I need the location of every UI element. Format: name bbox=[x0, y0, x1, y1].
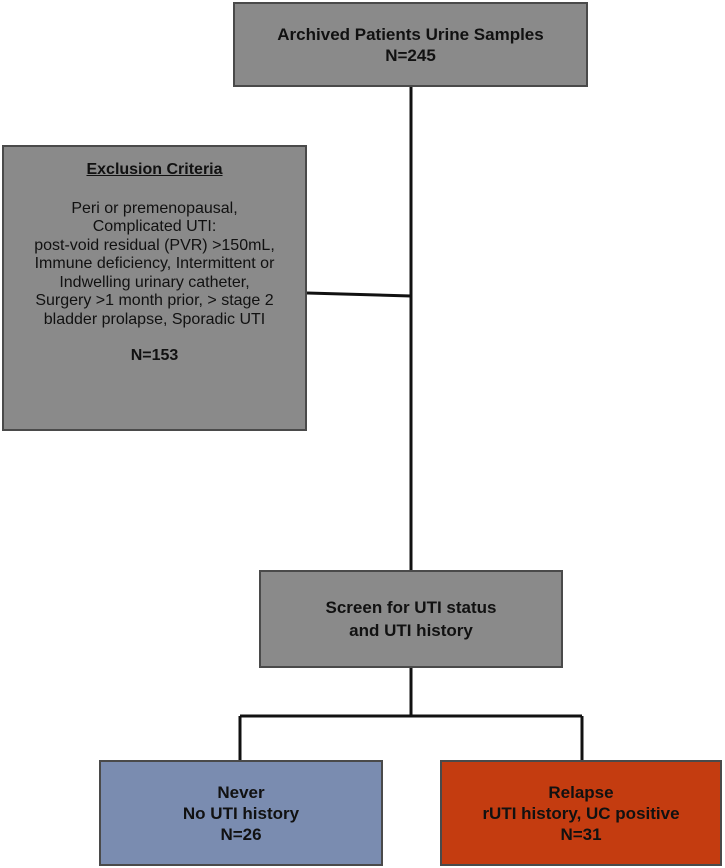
screen-box: Screen for UTI status and UTI history bbox=[259, 570, 563, 668]
exclusion-count: N=153 bbox=[130, 347, 179, 364]
never-count: N=26 bbox=[220, 824, 262, 844]
screen-line-1: Screen for UTI status bbox=[325, 598, 497, 617]
exclusion-line: Indwelling urinary catheter, bbox=[59, 273, 250, 291]
relapse-box: Relapse rUTI history, UC positive N=31 bbox=[440, 760, 722, 866]
never-subtitle: No UTI history bbox=[182, 803, 300, 823]
exclusion-line: post-void residual (PVR) >150mL, bbox=[34, 236, 275, 254]
never-title: Never bbox=[217, 782, 265, 802]
exclusion-criteria-heading: Exclusion Criteria bbox=[86, 161, 223, 178]
exclusion-line: Complicated UTI: bbox=[92, 218, 217, 235]
exclusion-line: Peri or premenopausal, bbox=[71, 199, 238, 217]
exclusion-line: Immune deficiency, Intermittent or bbox=[34, 255, 275, 272]
never-box: Never No UTI history N=26 bbox=[99, 760, 383, 866]
screen-line-2: and UTI history bbox=[349, 621, 473, 640]
exclusion-line: bladder prolapse, Sporadic UTI bbox=[43, 310, 266, 328]
relapse-title: Relapse bbox=[548, 782, 614, 802]
relapse-count: N=31 bbox=[560, 824, 602, 844]
archived-samples-count: N=245 bbox=[385, 45, 436, 65]
connector-exclusion-branch bbox=[306, 291, 412, 298]
archived-samples-box: Archived Patients Urine Samples N=245 bbox=[233, 2, 588, 87]
exclusion-line: Surgery >1 month prior, > stage 2 bbox=[35, 292, 274, 309]
relapse-subtitle: rUTI history, UC positive bbox=[482, 803, 680, 823]
archived-samples-title: Archived Patients Urine Samples bbox=[277, 24, 544, 44]
exclusion-criteria-box: Exclusion Criteria Peri or premenopausal… bbox=[2, 145, 307, 431]
